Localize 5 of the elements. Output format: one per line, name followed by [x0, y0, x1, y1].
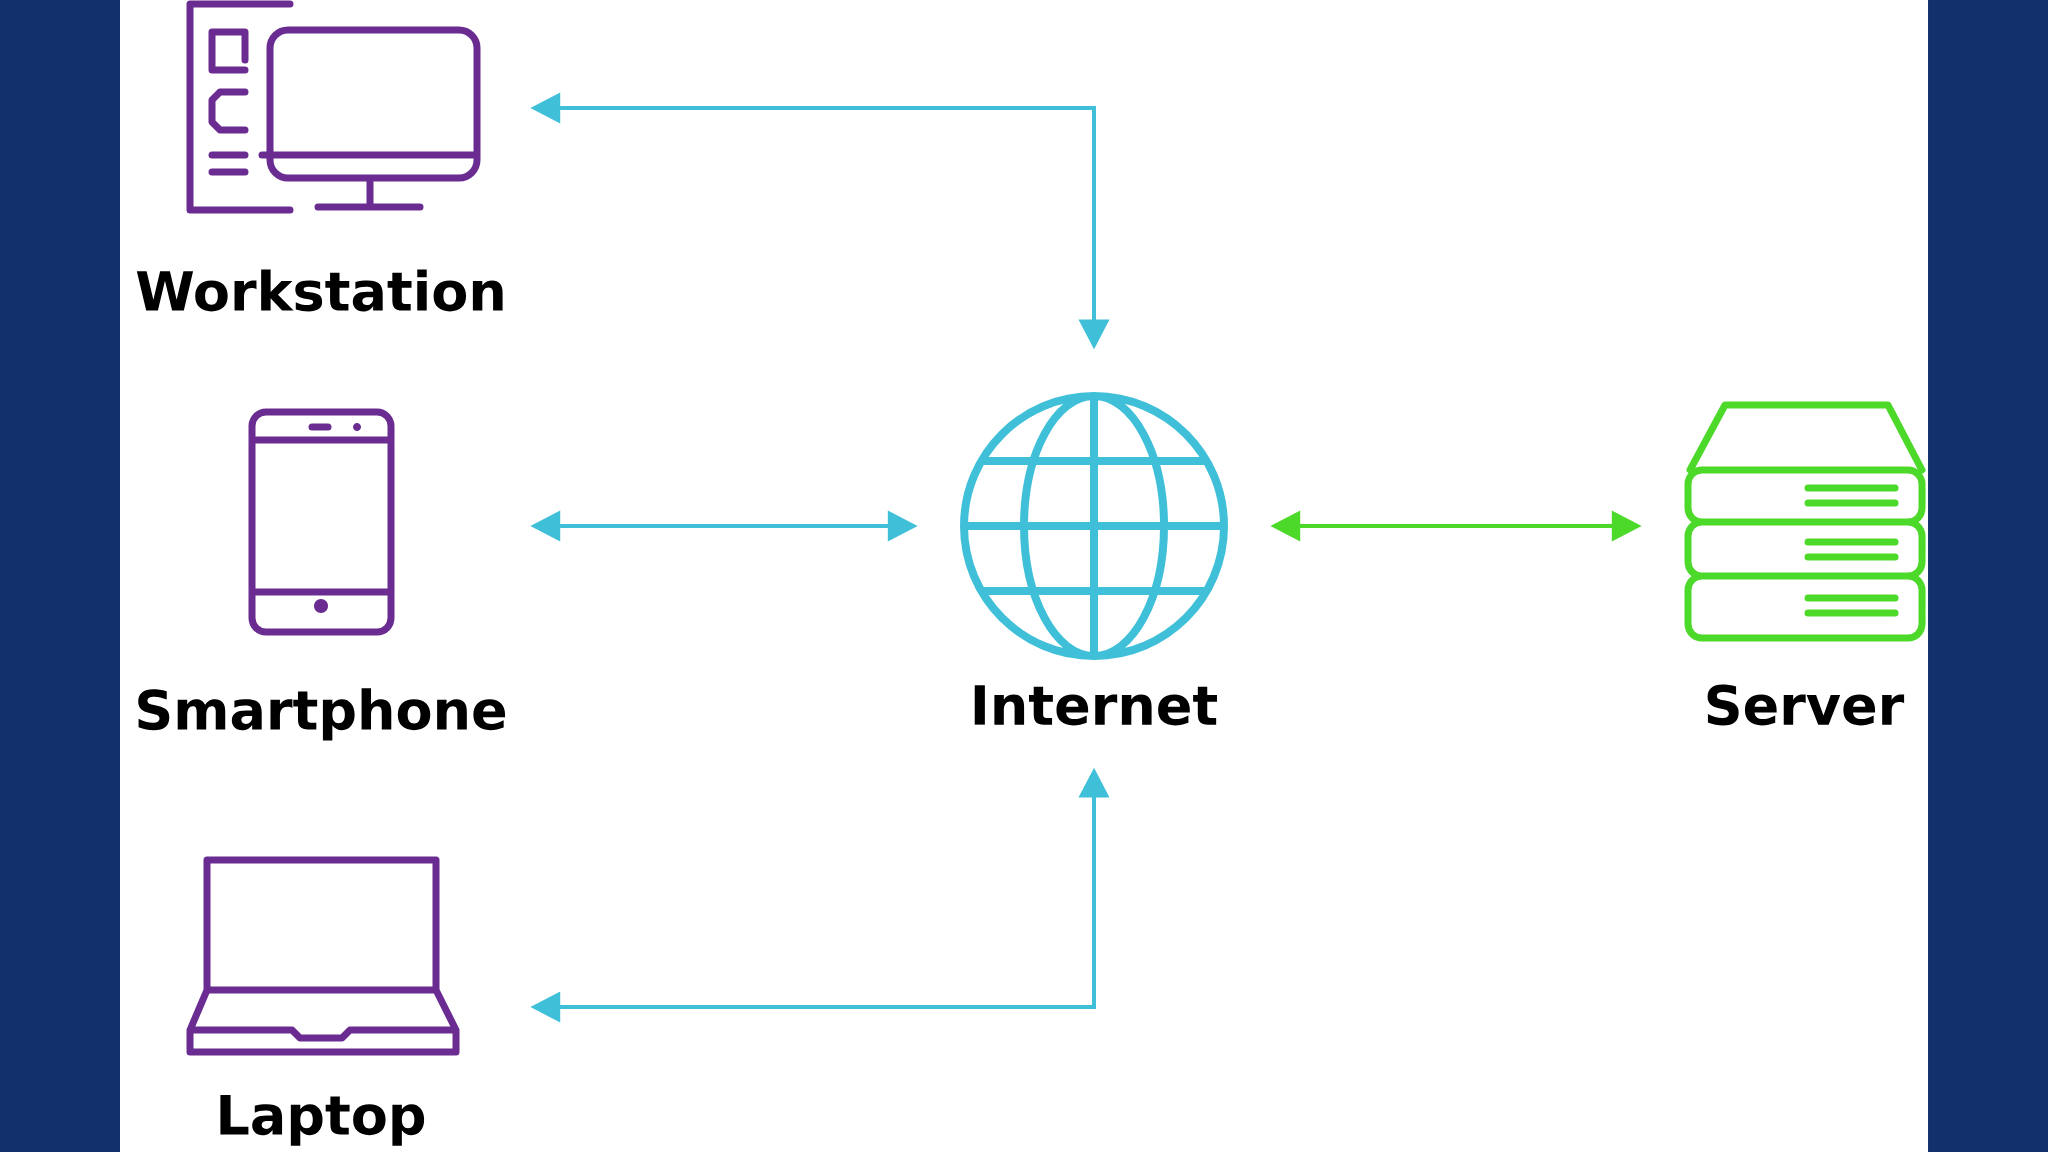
node-label: Workstation [136, 269, 503, 312]
node-label: Laptop [220, 1095, 425, 1146]
node-label: Internet [974, 685, 1217, 726]
node-label: Smartphone [138, 688, 506, 741]
node-label: Server [1707, 684, 1905, 726]
